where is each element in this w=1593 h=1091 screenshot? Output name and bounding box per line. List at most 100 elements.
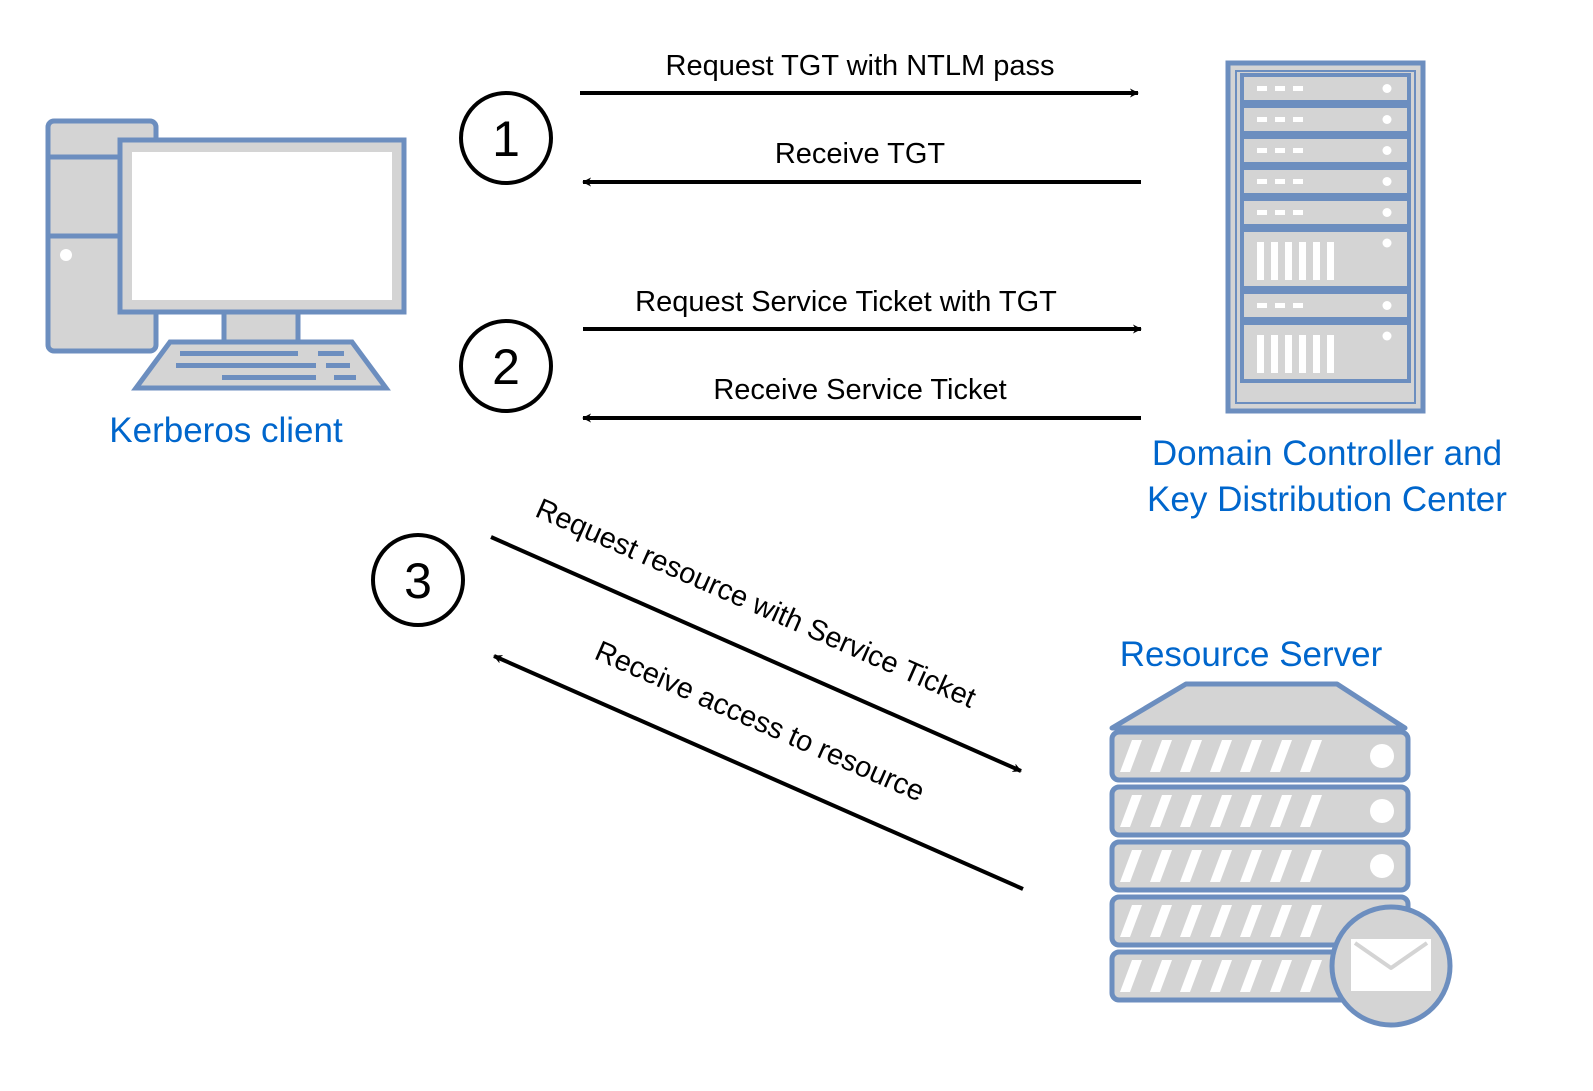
rack-vent (1285, 242, 1292, 280)
server-vent (1150, 850, 1172, 882)
rack-slot (1275, 210, 1285, 215)
server-vent (1270, 740, 1292, 772)
rack-slot (1275, 86, 1285, 91)
rack-unit (1240, 166, 1411, 197)
mail-server-icon (1109, 681, 1453, 1028)
rack-led (1382, 115, 1392, 124)
server-vent (1120, 740, 1142, 772)
rack-vent (1327, 242, 1334, 280)
envelope-flap (1353, 941, 1429, 970)
rack-led (1382, 146, 1392, 155)
rack-led (1382, 208, 1392, 217)
rack-slot (1275, 148, 1285, 153)
server-led (1370, 799, 1394, 823)
step-2-marker: 2 (459, 319, 553, 413)
rack-slot (1293, 303, 1303, 308)
rack-vent (1285, 335, 1292, 373)
rack-unit (1240, 321, 1411, 383)
server-vent (1120, 905, 1142, 937)
server-vent (1180, 850, 1202, 882)
server-vent (1150, 740, 1172, 772)
dc-label-line2: Key Distribution Center (1147, 480, 1507, 519)
resource-label: Resource Server (1120, 635, 1383, 674)
rack-slot (1293, 179, 1303, 184)
rack-slot (1275, 303, 1285, 308)
server-vent (1270, 905, 1292, 937)
step-2-number: 2 (492, 339, 520, 395)
server-vent (1150, 795, 1172, 827)
label-request-tgt: Request TGT with NTLM pass (666, 50, 1055, 82)
step-3-number: 3 (404, 553, 432, 609)
rack-led (1382, 331, 1392, 341)
server-vent (1240, 960, 1262, 992)
rack-slot (1257, 86, 1267, 91)
rack-vent (1271, 242, 1278, 280)
server-vent (1210, 905, 1232, 937)
rack-unit (1240, 135, 1411, 166)
arrow-request-resource (490, 535, 1022, 773)
server-vent (1300, 850, 1322, 882)
server-vent (1180, 905, 1202, 937)
server-led (1370, 854, 1394, 878)
label-receive-service-ticket: Receive Service Ticket (713, 374, 1006, 406)
rack-slot (1293, 210, 1303, 215)
rack-unit (1240, 104, 1411, 135)
rack-unit (1240, 290, 1411, 321)
server-vent (1300, 960, 1322, 992)
server-vent (1180, 795, 1202, 827)
server-vent (1300, 905, 1322, 937)
rack-slot (1293, 86, 1303, 91)
step-3-marker: 3 (371, 533, 465, 627)
label-request-service-ticket: Request Service Ticket with TGT (635, 286, 1057, 318)
rack-slot (1293, 148, 1303, 153)
server-vent (1300, 795, 1322, 827)
rack-slot (1275, 117, 1285, 122)
server-vent (1120, 850, 1142, 882)
rack-vent (1313, 242, 1320, 280)
server-vent (1270, 795, 1292, 827)
rack-vent (1299, 242, 1306, 280)
rack-led (1382, 301, 1392, 310)
server-vent (1240, 905, 1262, 937)
label-request-resource: Request resource with Service Ticket (531, 493, 980, 715)
rack-slot (1257, 179, 1267, 184)
server-vent (1270, 850, 1292, 882)
server-top-cover (1109, 681, 1408, 731)
rack-unit (1240, 197, 1411, 228)
rack-slot (1275, 179, 1285, 184)
server-vent (1300, 740, 1322, 772)
rack-slot (1293, 117, 1303, 122)
server-vent (1150, 905, 1172, 937)
step-1-number: 1 (492, 111, 520, 167)
server-rack-icon (1225, 60, 1426, 414)
server-vent (1240, 740, 1262, 772)
server-vent (1240, 850, 1262, 882)
rack-unit (1240, 228, 1411, 290)
rack-slot (1257, 303, 1267, 308)
dc-label-line1: Domain Controller and (1152, 434, 1502, 473)
rack-led (1382, 84, 1392, 93)
rack-vent (1271, 335, 1278, 373)
rack-slot (1257, 117, 1267, 122)
rack-vent (1313, 335, 1320, 373)
rack-vent (1257, 242, 1264, 280)
server-vent (1120, 960, 1142, 992)
step-1-marker: 1 (459, 91, 553, 185)
rack-inner-frame (1235, 70, 1416, 404)
server-vent (1120, 795, 1142, 827)
client-label: Kerberos client (109, 411, 343, 450)
arrow-receive-access (493, 654, 1024, 891)
server-vent (1210, 850, 1232, 882)
rack-slot (1257, 148, 1267, 153)
rack-vent (1257, 335, 1264, 373)
server-vent (1240, 795, 1262, 827)
rack-unit (1240, 73, 1411, 104)
server-vent (1270, 960, 1292, 992)
desktop-computer-icon (45, 118, 407, 391)
server-vent (1180, 960, 1202, 992)
rack-vent (1327, 335, 1334, 373)
server-vent (1210, 960, 1232, 992)
server-vent (1150, 960, 1172, 992)
rack-slot (1257, 210, 1267, 215)
